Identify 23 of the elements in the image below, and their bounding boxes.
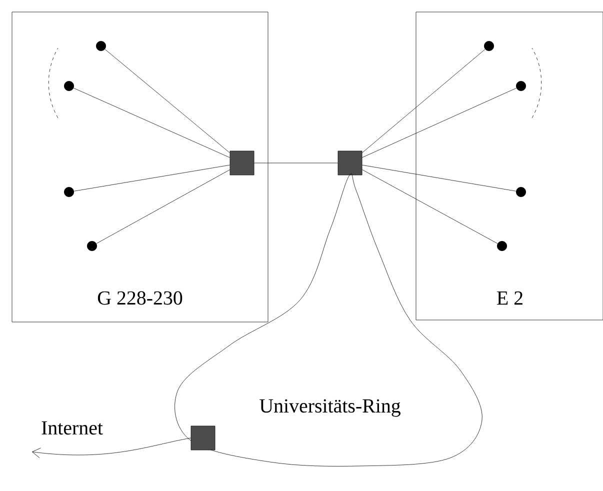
- connector-line: [74, 164, 230, 192]
- dot-node: [64, 81, 74, 91]
- switch-square: [230, 150, 254, 176]
- connector-line: [32, 438, 191, 458]
- dot-node: [484, 41, 494, 51]
- connector-line: [362, 164, 516, 192]
- dot-node: [64, 187, 74, 197]
- connector-line: [96, 170, 230, 244]
- dot-node: [516, 81, 526, 91]
- network-label: Internet: [42, 421, 103, 435]
- room-label: G 228-230: [98, 291, 182, 305]
- room-label: E 2: [497, 291, 522, 305]
- dot-node: [516, 187, 526, 197]
- connector-line: [104, 49, 230, 154]
- connector-line: [74, 88, 230, 158]
- dot-node: [87, 241, 97, 251]
- connector-line: [254, 162, 338, 164]
- dot-node: [497, 241, 507, 251]
- dot-node: [96, 41, 106, 51]
- connector-line: [362, 49, 486, 153]
- switch-square: [338, 150, 362, 176]
- connector-line: [362, 88, 516, 158]
- connector-line: [362, 169, 498, 244]
